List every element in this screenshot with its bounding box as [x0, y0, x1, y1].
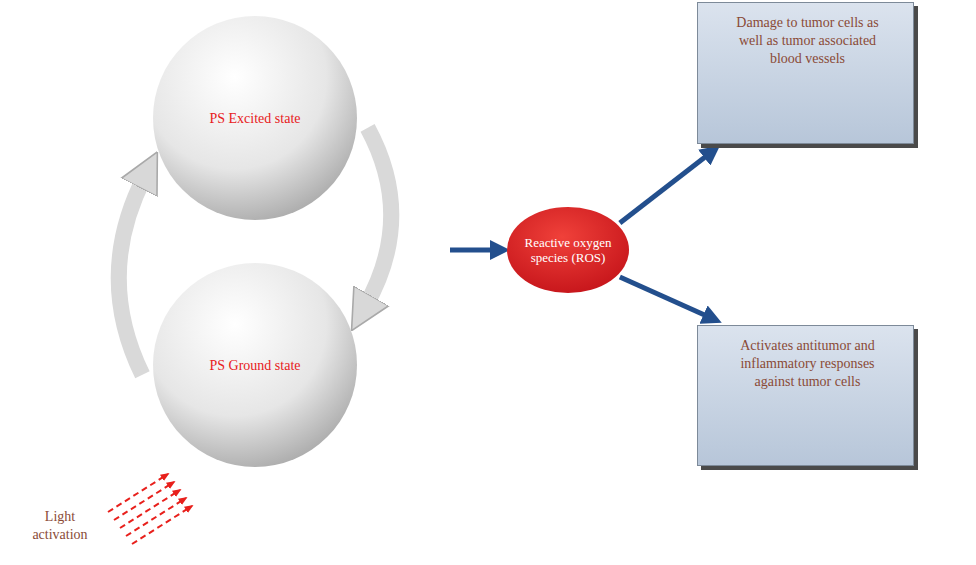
flow-arrow	[450, 248, 496, 253]
sphere	[153, 263, 357, 467]
excited-state-sphere: PS Excited state	[152, 15, 358, 221]
node-text: PS Excited state	[180, 110, 330, 127]
node-text: Reactive oxygen species (ROS)	[516, 235, 620, 265]
light-ray	[126, 498, 186, 536]
flow-arrow	[620, 277, 709, 317]
cycle-arrow	[365, 128, 391, 306]
ellipse	[507, 207, 629, 293]
cycle-arrow	[119, 177, 145, 375]
light-ray	[108, 474, 168, 512]
node-text: PS Ground state	[180, 357, 330, 374]
ground-state-sphere: PS Ground state	[152, 262, 358, 468]
light-ray	[120, 490, 180, 528]
node-text: Activates antitumor and inflammatory res…	[724, 337, 892, 391]
light-activation-label: Light activation	[18, 508, 102, 544]
light-ray	[132, 506, 192, 544]
sphere	[153, 16, 357, 220]
ros-ellipse: Reactive oxygen species (ROS)	[506, 206, 630, 294]
box	[698, 326, 914, 466]
outcome-box: Activates antitumor and inflammatory res…	[697, 325, 918, 470]
box	[698, 3, 914, 144]
flow-arrow	[620, 154, 709, 223]
light-ray	[114, 482, 174, 520]
outcome-box: Damage to tumor cells as well as tumor a…	[697, 2, 918, 148]
node-text: Damage to tumor cells as well as tumor a…	[724, 14, 892, 68]
